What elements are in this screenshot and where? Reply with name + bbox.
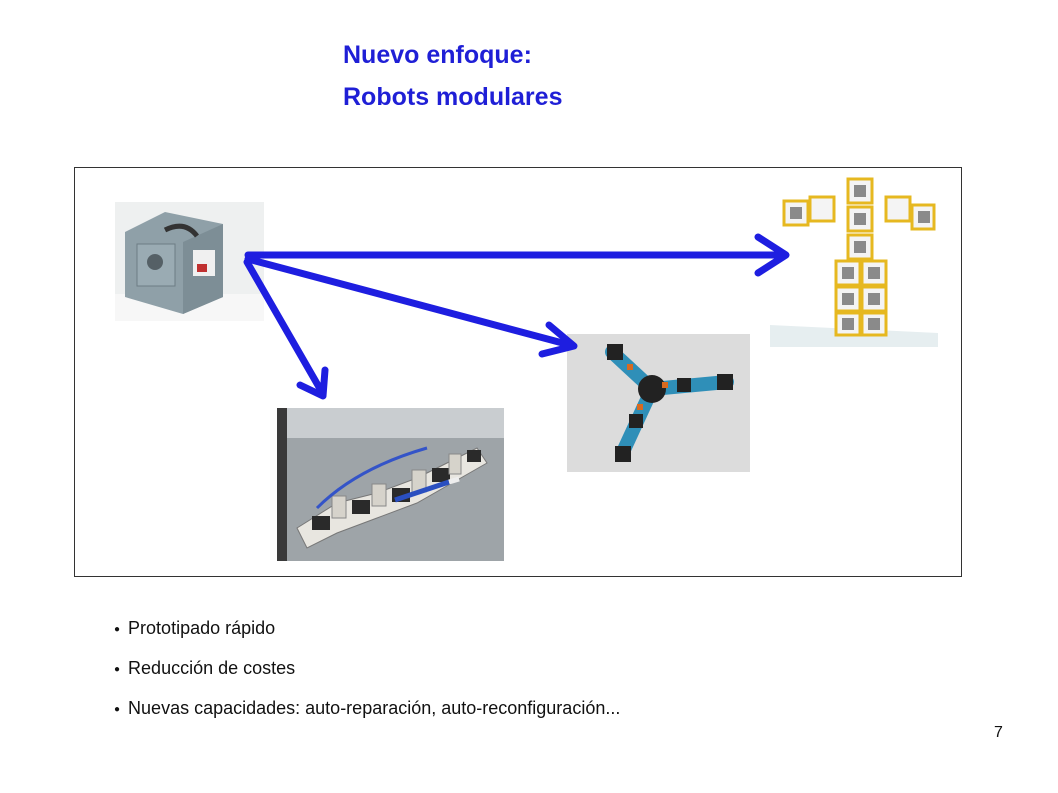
arrow-to-snake-robot [243, 258, 329, 400]
page-number: 7 [994, 724, 1003, 741]
tripod-robot-photo [567, 334, 750, 472]
bullet-dot: ● [114, 623, 121, 635]
arrows [243, 233, 790, 400]
bullet-item: ● Reducción de costes [114, 648, 620, 688]
bullet-dot: ● [114, 663, 121, 675]
title-line-1: Nuevo enfoque: [343, 41, 532, 69]
bullet-text: Reducción de costes [128, 657, 296, 678]
module-photo [115, 202, 264, 321]
arrow-to-cross-robot [244, 233, 790, 277]
cross-robot-photo [770, 175, 938, 347]
bullet-dot: ● [114, 703, 121, 715]
bullet-list: ● Prototipado rápido ● Reducción de cost… [114, 608, 620, 728]
bullet-item: ● Prototipado rápido [114, 608, 620, 648]
title-line-2: Robots modulares [343, 83, 563, 111]
robots-figure-frame [74, 167, 962, 577]
arrow-to-tripod-robot [244, 255, 578, 358]
bullet-item: ● Nuevas capacidades: auto-reparación, a… [114, 688, 620, 728]
bullet-text: Nuevas capacidades: auto-reparación, aut… [128, 697, 621, 718]
slide-title: Nuevo enfoque: Robots modulares [343, 34, 562, 118]
bullet-text: Prototipado rápido [128, 617, 276, 638]
snake-robot-photo [277, 408, 504, 561]
